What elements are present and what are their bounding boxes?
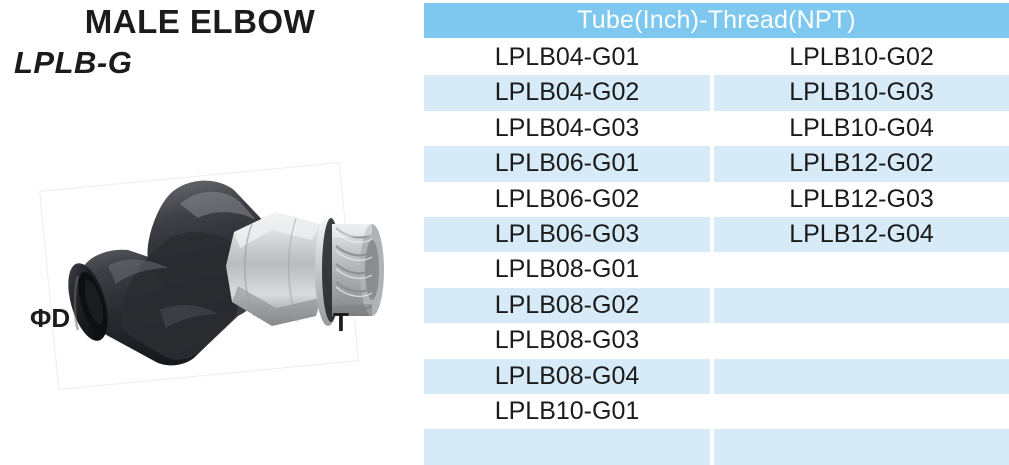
thread-size-label: T [333, 307, 349, 337]
part-number-cell-left: LPLB08-G02 [424, 287, 710, 324]
part-number-cell-left: LPLB10-G01 [494, 396, 640, 425]
part-number-cell-right [714, 358, 1009, 394]
table-row: LPLB08-G04 [424, 358, 1009, 394]
table-row [424, 429, 1009, 465]
part-number-cell-left: LPLB06-G01 [424, 146, 710, 182]
part-number-cell-right [714, 429, 1009, 465]
part-number-cell-left: LPLB06-G03 [424, 216, 710, 253]
table-row: LPLB08-G01 [424, 252, 1009, 287]
hex-nut [226, 212, 332, 326]
part-number-cell-right [714, 287, 1009, 324]
part-number-cell-left: LPLB04-G03 [494, 113, 640, 142]
table-row: LPLB04-G03 LPLB10-G04 [424, 111, 1009, 146]
part-number-cell-right [714, 323, 1009, 358]
table-header: Tube(Inch)-Thread(NPT) [424, 3, 1009, 38]
page-title: MALE ELBOW [84, 3, 316, 40]
part-number-cell-left: LPLB08-G01 [494, 255, 640, 284]
part-number-cell-right: LPLB12-G04 [714, 216, 1009, 253]
part-number-cell-right [714, 252, 1009, 287]
product-series-code: LPLB-G [14, 45, 133, 80]
part-number-cell-right [714, 394, 1009, 429]
table-row: LPLB04-G01 LPLB10-G02 [424, 40, 1009, 75]
table-row: LPLB08-G03 [424, 323, 1009, 358]
part-number-cell-left: LPLB08-G03 [494, 326, 640, 355]
part-number-cell-left [424, 429, 710, 465]
table-row: LPLB10-G01 [424, 394, 1009, 429]
part-number-cell-right: LPLB10-G04 [789, 113, 934, 142]
male-elbow-fitting-image [20, 120, 420, 410]
part-number-cell-left: LPLB04-G01 [494, 43, 640, 71]
part-number-cell-left: LPLB04-G02 [424, 75, 710, 111]
table-row: LPLB08-G02 [424, 287, 1009, 324]
part-number-cell-left: LPLB08-G04 [424, 358, 710, 394]
title-block: MALE ELBOW LPLB-G [0, 2, 400, 84]
product-illustration-panel: MALE ELBOW LPLB-G [0, 0, 420, 465]
tube-port-collet [68, 263, 108, 341]
part-number-cell-right: LPLB12-G03 [789, 184, 934, 213]
male-thread-port [332, 224, 384, 316]
part-number-cell-right: LPLB10-G03 [714, 75, 1009, 111]
table-row: LPLB06-G02 LPLB12-G03 [424, 182, 1009, 217]
tube-diameter-label: ΦD [30, 303, 71, 333]
part-number-cell-right: LPLB12-G02 [714, 146, 1009, 182]
part-number-cell-left: LPLB06-G02 [494, 184, 640, 213]
part-number-cell-right: LPLB10-G02 [789, 43, 934, 71]
